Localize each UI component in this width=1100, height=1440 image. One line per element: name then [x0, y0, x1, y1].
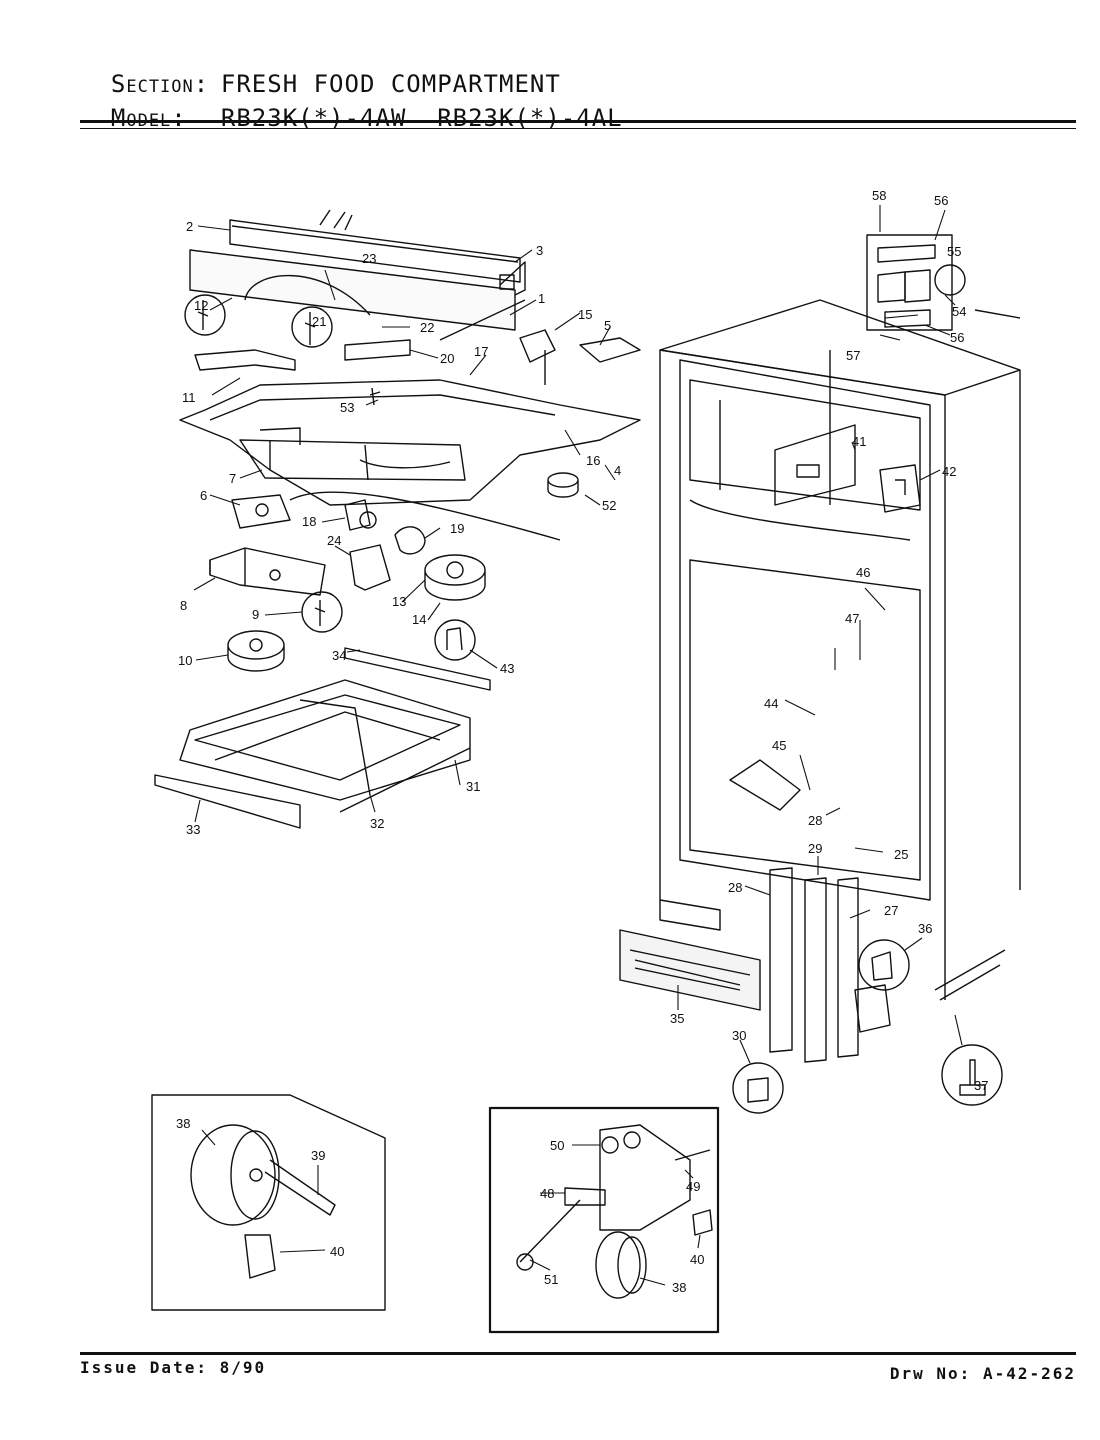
callout-13: 13 [392, 594, 406, 609]
section-line: Section: FRESH FOOD COMPARTMENT [80, 42, 561, 98]
callout-8: 8 [180, 598, 187, 613]
model-label: Model: [110, 104, 187, 132]
callout-28a: 28 [808, 813, 822, 828]
callout-47: 47 [845, 611, 859, 626]
callout-12: 12 [194, 298, 208, 313]
model-numbers: RB23K(*)-4AW RB23K(*)-4AL [220, 104, 623, 132]
callout-37: 37 [974, 1078, 988, 1093]
callout-56b: 56 [950, 330, 964, 345]
issue-date: Issue Date: 8/90 [80, 1358, 267, 1377]
callout-48: 48 [540, 1186, 554, 1201]
callout-3: 3 [536, 243, 543, 258]
callout-41: 41 [852, 434, 866, 449]
callout-27: 27 [884, 903, 898, 918]
header-rule-thick [80, 120, 1076, 123]
drawing-number: Drw No: A-42-262 [889, 1364, 1076, 1383]
callout-18: 18 [302, 514, 316, 529]
callout-39: 39 [311, 1148, 325, 1163]
callout-52: 52 [602, 498, 616, 513]
section-title: FRESH FOOD COMPARTMENT [220, 70, 561, 98]
section-label: Section: [110, 70, 210, 98]
callout-2: 2 [186, 219, 193, 234]
callout-44: 44 [764, 696, 778, 711]
callout-24: 24 [327, 533, 341, 548]
callout-30: 30 [732, 1028, 746, 1043]
callout-17: 17 [474, 344, 488, 359]
callout-56a: 56 [934, 193, 948, 208]
roller-inset-right-parts [516, 1124, 713, 1299]
control-housing [209, 544, 486, 672]
callout-58: 58 [872, 188, 886, 203]
callout-5: 5 [604, 318, 611, 333]
callout-14: 14 [412, 612, 426, 627]
roller-inset-left [151, 1094, 386, 1311]
callout-31: 31 [466, 779, 480, 794]
callout-23: 23 [362, 251, 376, 266]
callout-49: 49 [686, 1179, 700, 1194]
callout-36: 36 [918, 921, 932, 936]
callout-57: 57 [846, 348, 860, 363]
callout-9: 9 [252, 607, 259, 622]
callout-50: 50 [550, 1138, 564, 1153]
callout-29: 29 [808, 841, 822, 856]
callout-19: 19 [450, 521, 464, 536]
callout-1: 1 [538, 291, 545, 306]
callout-35: 35 [670, 1011, 684, 1026]
crisper-cover-assembly [154, 647, 491, 829]
callout-6: 6 [200, 488, 207, 503]
callout-42: 42 [942, 464, 956, 479]
thermostat-parts [231, 472, 579, 555]
hinge-detail-top [866, 234, 1021, 331]
callout-40a: 40 [330, 1244, 344, 1259]
callout-16: 16 [586, 453, 600, 468]
callout-51: 51 [544, 1272, 558, 1287]
cabinet [659, 299, 1021, 1001]
roller-inset-right [488, 1106, 720, 1334]
rails [619, 867, 891, 1063]
callout-10: 10 [178, 653, 192, 668]
callout-38a: 38 [176, 1116, 190, 1131]
callout-22: 22 [420, 320, 434, 335]
callout-4: 4 [614, 463, 621, 478]
callout-34: 34 [332, 648, 346, 663]
callout-40b: 40 [690, 1252, 704, 1267]
callout-46: 46 [856, 565, 870, 580]
callout-33: 33 [186, 822, 200, 837]
footer-rule-thick [80, 1352, 1076, 1355]
light-shield-assembly [179, 379, 641, 506]
callout-11: 11 [182, 390, 196, 405]
callout-38b: 38 [672, 1280, 686, 1295]
cabinet-brackets [774, 424, 921, 513]
callout-53: 53 [340, 400, 354, 415]
callout-45: 45 [772, 738, 786, 753]
callout-28b: 28 [728, 880, 742, 895]
callout-21: 21 [312, 314, 326, 329]
callout-54: 54 [952, 304, 966, 319]
callout-55: 55 [947, 244, 961, 259]
callout-43: 43 [500, 661, 514, 676]
callout-15: 15 [578, 307, 592, 322]
model-line: Model: RB23K(*)-4AW RB23K(*)-4AL [80, 76, 623, 132]
callout-32: 32 [370, 816, 384, 831]
header-rule-thin [80, 128, 1076, 129]
callout-7: 7 [229, 471, 236, 486]
callout-25: 25 [894, 847, 908, 862]
control-panel-assembly [189, 209, 526, 331]
callout-20: 20 [440, 351, 454, 366]
